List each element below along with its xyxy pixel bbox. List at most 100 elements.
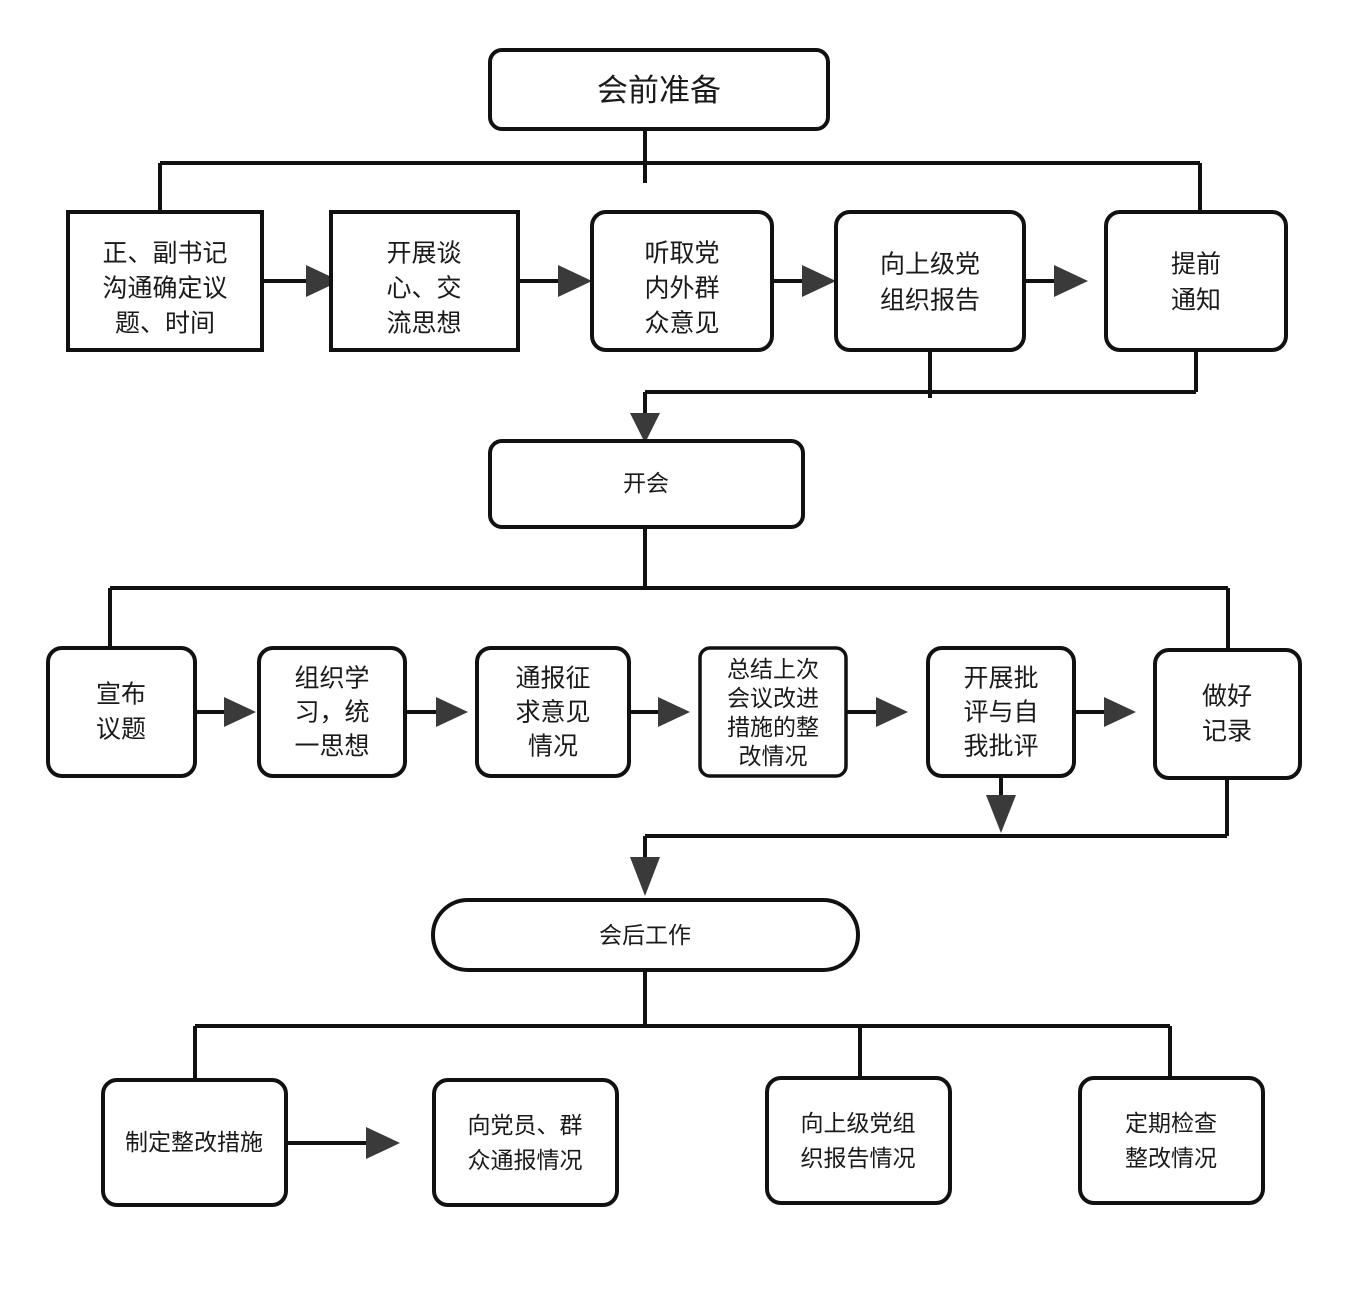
arrow-mtg-2-to-mtg-3 [405, 697, 468, 727]
stage-meeting-label: 开会 [623, 471, 669, 497]
pre-to-meeting-merge [630, 350, 1198, 443]
mtg-5-line-3: 我批评 [963, 732, 1038, 761]
pre-2-line-2: 心、交 [386, 274, 461, 303]
arrow-tip [224, 697, 256, 727]
node-post-2[interactable]: 向党员、群 众通报情况 [432, 1078, 619, 1207]
stage-pre-meeting-group: 会前准备 正、副书记 沟通确定议 题、时间 开展谈 心、交 流思想 [66, 48, 1288, 352]
arrow-tip [658, 697, 690, 727]
node-mtg-6[interactable]: 做好 记录 [1153, 648, 1302, 780]
mtg-6-line-1: 做好 [1202, 682, 1252, 711]
mtg-2-line-1: 组织学 [294, 664, 369, 693]
mtg-6-line-2: 记录 [1202, 717, 1252, 746]
node-post-1[interactable]: 制定整改措施 [101, 1078, 288, 1207]
stage-meeting-group: 开会 宣布 议题 组织学 习， [46, 439, 1302, 780]
mtg-4-line-4: 改情况 [739, 744, 808, 770]
meeting-branch-connector [108, 527, 1230, 650]
pre-1-line-2: 沟通确定议 [102, 274, 227, 303]
post-4-shape[interactable] [1078, 1076, 1265, 1205]
post-2-line-2: 众通报情况 [468, 1148, 583, 1174]
arrow-mtg-1-to-mtg-2 [195, 697, 256, 727]
mtg-5-line-2: 评与自 [963, 698, 1038, 727]
node-pre-3[interactable]: 听取党 内外群 众意见 [590, 210, 774, 352]
post-3-line-1: 向上级党组 [801, 1111, 916, 1137]
post-branch-connector [193, 970, 1172, 1080]
node-pre-4[interactable]: 向上级党 组织报告 [834, 210, 1026, 352]
stage-pre-meeting-label: 会前准备 [597, 73, 721, 109]
arrow-mtg-5-to-mtg-6 [1074, 697, 1136, 727]
node-pre-2[interactable]: 开展谈 心、交 流思想 [329, 210, 520, 352]
arrow-tip [1054, 265, 1088, 297]
pre-branch-connector [158, 129, 1202, 212]
pre-4-line-2: 组织报告 [880, 286, 980, 315]
mtg-4-line-3: 措施的整 [727, 715, 819, 741]
post-1-line-1: 制定整改措施 [125, 1130, 263, 1156]
arrow-post-1-to-post-2 [286, 1127, 400, 1159]
pre-4-shape[interactable] [834, 210, 1026, 352]
mtg-1-line-1: 宣布 [96, 680, 146, 709]
mtg-1-shape[interactable] [46, 646, 197, 778]
pre-1-shape[interactable] [66, 210, 264, 352]
mtg-4-line-1: 总结上次 [727, 657, 819, 683]
mtg-2-line-2: 习，统 [294, 698, 369, 727]
pre-3-line-1: 听取党 [644, 239, 719, 268]
arrow-tip [558, 265, 592, 297]
post-2-line-1: 向党员、群 [468, 1113, 583, 1139]
mtg-4-line-2: 会议改进 [727, 686, 819, 712]
stage-pre-meeting-shape[interactable] [488, 48, 830, 131]
pre-2-line-3: 流思想 [386, 309, 461, 338]
node-stage-pre-meeting[interactable]: 会前准备 [488, 48, 830, 131]
arrow-tip [436, 697, 468, 727]
pre-3-line-2: 内外群 [644, 274, 719, 303]
pre-2-line-1: 开展谈 [386, 239, 461, 268]
pre-5-line-2: 通知 [1171, 286, 1221, 315]
node-post-3[interactable]: 向上级党组 织报告情况 [765, 1076, 952, 1205]
post-2-shape[interactable] [432, 1078, 619, 1207]
arrow-pre-1-to-pre-2 [262, 265, 340, 297]
node-stage-post-meeting[interactable]: 会后工作 [431, 898, 860, 972]
pre-2-shape[interactable] [329, 210, 520, 352]
pre-4-line-1: 向上级党 [880, 250, 980, 279]
mtg-6-shape[interactable] [1153, 648, 1302, 780]
mtg-3-line-3: 情况 [528, 732, 578, 761]
pre-3-line-3: 众意见 [644, 309, 719, 338]
pre-5-line-1: 提前 [1171, 250, 1221, 279]
arrow-pre-4-to-pre-5 [1024, 265, 1088, 297]
arrow-pre-2-to-pre-3 [518, 265, 592, 297]
node-mtg-3[interactable]: 通报征 求意见 情况 [475, 646, 631, 778]
node-post-4[interactable]: 定期检查 整改情况 [1078, 1076, 1265, 1205]
mtg-3-line-1: 通报征 [515, 664, 590, 693]
meeting-to-post-merge [630, 776, 1229, 896]
node-stage-meeting[interactable]: 开会 [488, 439, 805, 529]
mtg-2-line-3: 一思想 [294, 732, 369, 761]
node-mtg-2[interactable]: 组织学 习，统 一思想 [257, 646, 407, 778]
node-pre-1[interactable]: 正、副书记 沟通确定议 题、时间 [66, 210, 264, 352]
pre-5-shape[interactable] [1104, 210, 1288, 352]
arrow-pre-3-to-pre-4 [772, 265, 836, 297]
post-3-line-2: 织报告情况 [801, 1146, 916, 1172]
arrow-tip [802, 265, 836, 297]
arrow-tip [1104, 697, 1136, 727]
pre-1-line-3: 题、时间 [115, 309, 215, 338]
arrow-mtg-3-to-mtg-4 [629, 697, 690, 727]
node-mtg-4[interactable]: 总结上次 会议改进 措施的整 改情况 [698, 646, 848, 778]
post-4-line-2: 整改情况 [1125, 1146, 1217, 1172]
merge-arrow-tip [630, 857, 660, 896]
mtg-1-line-2: 议题 [96, 715, 146, 744]
node-mtg-1[interactable]: 宣布 议题 [46, 646, 197, 778]
node-mtg-5[interactable]: 开展批 评与自 我批评 [926, 646, 1076, 778]
arrow-mtg-4-to-mtg-5 [846, 697, 908, 727]
arrow-tip [366, 1127, 400, 1159]
pre-1-line-1: 正、副书记 [102, 239, 227, 268]
mtg-5-line-1: 开展批 [963, 664, 1038, 693]
merge-arrow-tip [630, 413, 660, 443]
stage-post-meeting-group: 会后工作 制定整改措施 向党员、群 [101, 898, 1265, 1207]
merge-arrow-tip-mtg-5 [986, 795, 1016, 833]
post-4-line-1: 定期检查 [1125, 1111, 1217, 1137]
arrow-tip [306, 265, 340, 297]
post-3-shape[interactable] [765, 1076, 952, 1205]
node-pre-5[interactable]: 提前 通知 [1104, 210, 1288, 352]
arrow-tip [876, 697, 908, 727]
stage-post-meeting-label: 会后工作 [599, 923, 691, 949]
